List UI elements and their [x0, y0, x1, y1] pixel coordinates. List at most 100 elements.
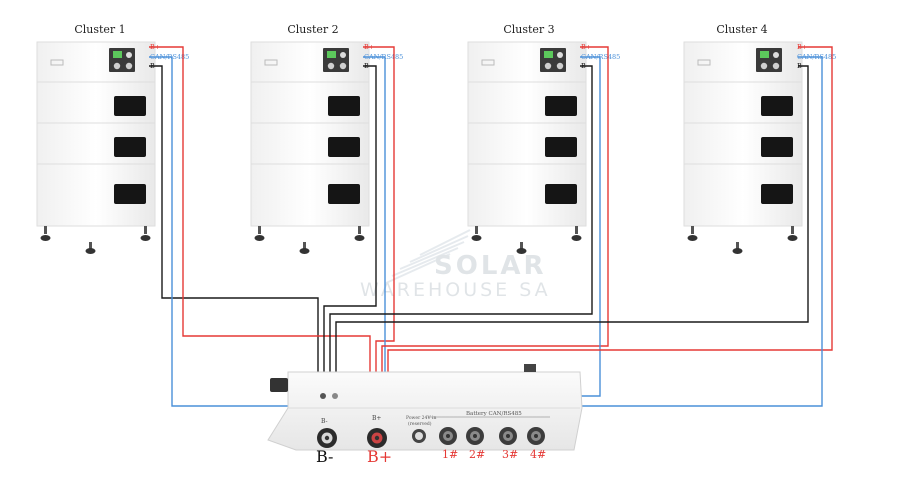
brand-logo-icon [264, 59, 278, 66]
foot-icon [40, 235, 51, 241]
cluster1-bminus-cable [149, 65, 319, 432]
bms-port-icon [339, 62, 347, 70]
foot-stem [520, 242, 523, 249]
power-sublabel: (reserved) [408, 420, 432, 427]
bms-port-icon [556, 62, 564, 70]
bms-port-icon [125, 62, 133, 70]
watermark-line1: SOLAR [434, 251, 547, 281]
brand-logo-icon [697, 59, 711, 66]
foot-icon [354, 235, 365, 241]
bminus-terminal [317, 428, 337, 448]
bms-display-icon [760, 51, 769, 58]
power-label: Power 24V in [406, 415, 436, 421]
cluster2-bplus-cable [363, 46, 395, 432]
module-handle-icon [328, 96, 360, 116]
can-port-1: 1# [439, 427, 458, 461]
port-number-label: 4# [530, 448, 546, 461]
bms-port-icon [760, 62, 768, 70]
can-port-4: 4# [527, 427, 546, 461]
foot-icon [140, 235, 151, 241]
bms-display-icon [544, 51, 553, 58]
bplus-label: B+ [367, 447, 392, 466]
cluster4-bminus-cable [335, 65, 809, 432]
foot-stem [144, 226, 147, 234]
combiner-mount-bracket [270, 378, 288, 392]
foot-icon [299, 248, 310, 254]
cluster2-bminus-cable [323, 65, 377, 432]
module-handle-icon [545, 96, 577, 116]
foot-stem [475, 226, 478, 234]
port-number-label: 1# [442, 448, 458, 461]
foot-icon [732, 248, 743, 254]
bms-display-icon [113, 51, 122, 58]
bms-button-icon [126, 52, 132, 58]
battery-module [36, 163, 156, 227]
power-input-connector [412, 429, 426, 443]
watermark-stripes-icon [385, 229, 471, 284]
small-bminus-text: B- [321, 418, 328, 425]
bms-port-icon [113, 62, 121, 70]
port-number-label: 2# [469, 448, 485, 461]
foot-icon [571, 235, 582, 241]
foot-stem [258, 226, 261, 234]
bms-module [467, 41, 587, 83]
bms-port-icon [327, 62, 335, 70]
bms-port-icon [544, 62, 552, 70]
can-port-3: 3# [499, 427, 518, 461]
combiner-box: 1# 2# 3# 4# B- B+ Power 24V in (reserved) B… [267, 364, 583, 466]
module-handle-icon [545, 184, 577, 204]
port-number-label: 3# [502, 448, 518, 461]
watermark: SOLAR WAREHOUSE SA [360, 229, 551, 301]
cluster-title: Cluster 2 [287, 23, 338, 36]
watermark-line2: WAREHOUSE SA [360, 279, 551, 301]
module-handle-icon [545, 137, 577, 157]
module-handle-icon [114, 137, 146, 157]
module-handle-icon [328, 184, 360, 204]
cluster-title: Cluster 4 [716, 23, 767, 36]
small-ground-screw-icon [332, 393, 338, 399]
bplus-terminal [367, 428, 387, 448]
can-port-2: 2# [466, 427, 485, 461]
module-handle-icon [761, 184, 793, 204]
brand-logo-icon [481, 59, 495, 66]
foot-icon [471, 235, 482, 241]
module-handle-icon [761, 96, 793, 116]
foot-stem [691, 226, 694, 234]
cluster1-bplus-cable [149, 46, 371, 432]
bms-display-icon [327, 51, 336, 58]
bms-module [36, 41, 156, 83]
bms-module [250, 41, 370, 83]
foot-icon [85, 248, 96, 254]
can-ports: 1# 2# 3# 4# [439, 427, 546, 461]
bms-button-icon [773, 52, 779, 58]
brand-logo-icon [50, 59, 64, 66]
bms-button-icon [557, 52, 563, 58]
foot-stem [44, 226, 47, 234]
foot-stem [358, 226, 361, 234]
cluster-title: Cluster 1 [74, 23, 125, 36]
foot-icon [254, 235, 265, 241]
module-handle-icon [114, 184, 146, 204]
module-handle-icon [761, 137, 793, 157]
foot-stem [89, 242, 92, 249]
cluster-title: Cluster 3 [503, 23, 554, 36]
foot-stem [303, 242, 306, 249]
foot-stem [791, 226, 794, 234]
bms-button-icon [340, 52, 346, 58]
cluster3-bminus-cable [329, 65, 593, 432]
small-bplus-text: B+ [372, 415, 381, 422]
combiner-top-fitting [524, 364, 536, 372]
foot-stem [736, 242, 739, 249]
module-handle-icon [328, 137, 360, 157]
bms-port-icon [772, 62, 780, 70]
module-handle-icon [114, 96, 146, 116]
foot-icon [516, 248, 527, 254]
bminus-label: B- [316, 447, 333, 466]
foot-icon [787, 235, 798, 241]
battery-can-label: Battery CAN/RS485 [466, 411, 522, 417]
